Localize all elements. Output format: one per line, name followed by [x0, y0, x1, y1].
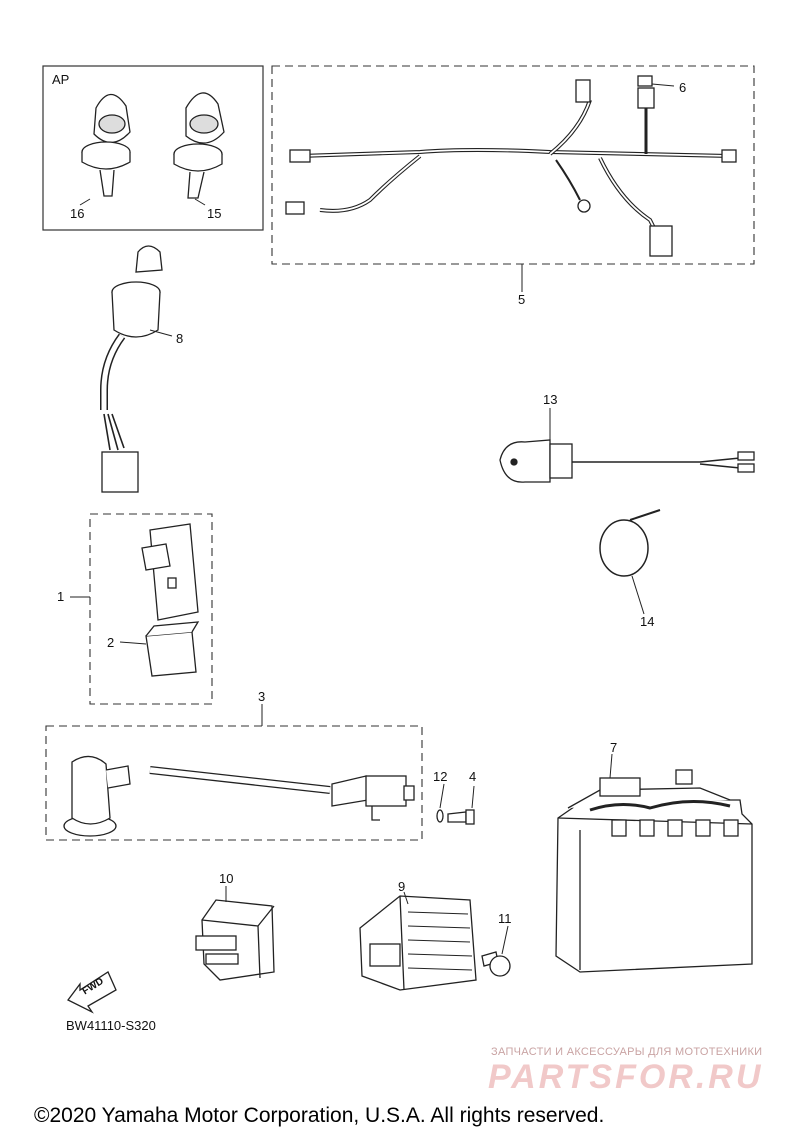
copyright-notice: ©2020 Yamaha Motor Corporation, U.S.A. A…	[34, 1104, 605, 1127]
bolt-11	[481, 951, 511, 977]
part-label-10: 10	[219, 871, 234, 886]
part-label-12: 12	[433, 769, 448, 784]
fwd-arrow-icon	[67, 971, 117, 1014]
ignition-coil-3	[45, 725, 423, 841]
battery-7	[555, 769, 753, 973]
cdi-unit-group-1	[89, 513, 213, 705]
part-label-11: 11	[498, 911, 512, 926]
leader-lines	[70, 83, 675, 955]
part-label-7: 7	[610, 740, 618, 755]
key-15	[173, 92, 225, 199]
part-label-9: 9	[398, 879, 406, 894]
rectifier-regulator-9	[359, 895, 477, 991]
part-label-2: 2	[107, 635, 115, 650]
kit-box-label: AP	[52, 72, 70, 87]
diagram-code: BW41110-S320	[66, 1018, 156, 1033]
key-16	[81, 93, 131, 197]
part-label-16: 16	[70, 206, 85, 221]
part-label-5: 5	[518, 292, 526, 307]
watermark-logo: PARTSFOR.RU	[488, 1058, 764, 1096]
part-label-6: 6	[679, 80, 687, 95]
main-switch-8	[100, 245, 163, 493]
part-label-8: 8	[176, 331, 184, 346]
part-label-3: 3	[258, 689, 266, 704]
watermark-tagline: ЗАПЧАСТИ И АКСЕССУАРЫ ДЛЯ МОТОТЕХНИКИ	[491, 1046, 763, 1058]
relay-10	[195, 899, 275, 981]
kit-box-ap	[42, 65, 264, 231]
part-label-13: 13	[543, 392, 558, 407]
part-label-14: 14	[640, 614, 655, 629]
bolt-4	[447, 809, 475, 825]
part-label-15: 15	[207, 206, 222, 221]
part-label-4: 4	[469, 769, 477, 784]
washer-12	[436, 809, 444, 823]
wire-harness-5	[271, 65, 755, 265]
cable-tie-14	[599, 509, 661, 577]
part-label-1: 1	[57, 589, 65, 604]
sensor-13	[499, 439, 755, 483]
